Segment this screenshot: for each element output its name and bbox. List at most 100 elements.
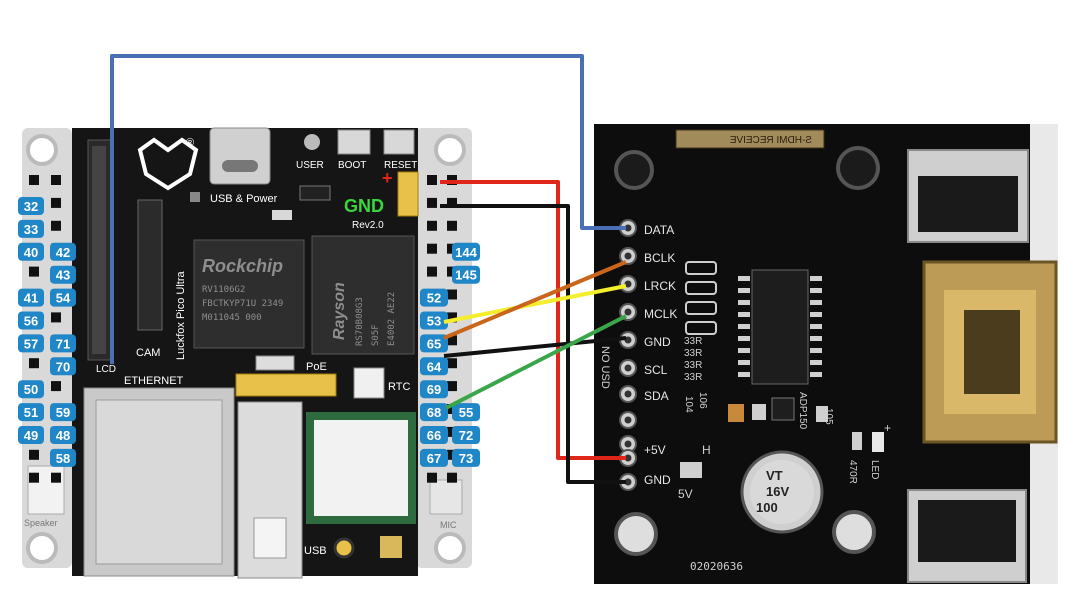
pin-number-badge [18,219,44,238]
mount-hole-tr [434,134,466,166]
user-button[interactable] [304,134,320,150]
rtc-connector [353,367,385,399]
crystal [255,355,295,371]
pin-number-badge [420,288,448,307]
pin-number-label: 56 [24,314,38,329]
led [872,432,884,452]
pin-number-label: 144 [455,245,477,260]
pin-number-label: 40 [24,245,38,260]
reset-label: RESET [384,160,417,171]
header-pin [447,335,457,346]
rtc-label: RTC [388,381,410,393]
usb-c-port [209,127,271,185]
module-pin-label: +5V [644,443,666,457]
pin-number-badge [452,448,480,467]
pin-number-label: 48 [56,428,70,443]
brand-label: Luckfox Pico Ultra [175,270,187,360]
flash-chip [311,235,415,355]
header-pin [29,472,39,483]
pin-number-badge [420,426,448,444]
cap-104-label: 104 [683,396,694,413]
pin-number-label: 49 [24,428,38,443]
pin-number-badge [420,448,448,467]
pin-number-badge [18,426,44,444]
header-pin [427,175,437,185]
pin-number-badge [420,357,448,376]
header-pin [427,220,437,231]
header-pin [447,381,457,392]
r470-label: 470R [847,460,858,484]
module-pin-label: DATA [644,223,674,237]
cam-label: CAM [136,347,160,359]
header-pin [447,220,457,231]
speaker-label: Speaker [24,518,58,528]
pin-number-label: 66 [427,428,441,443]
wire-mclk [445,314,627,410]
pin-number-label: 51 [24,405,38,420]
mount-hole-br [434,532,466,564]
svg-text:®: ® [186,137,194,149]
pin-number-label: 71 [56,336,70,351]
r105-label: 105 [823,408,834,425]
flash-brand: Rayson [331,282,348,340]
pin-number-badge [452,242,480,261]
r33-label: 33R [684,372,702,383]
module-top-plate [675,129,825,149]
header-pin [447,289,457,300]
mic-label: MIC [440,520,457,530]
flash-line1: RS70B08G3 [355,297,365,346]
pin-number-label: 52 [427,291,441,306]
wire-data [110,54,626,364]
reset-button[interactable] [383,129,415,155]
module-side-label: NO USD [599,346,611,389]
pin-number-label: 70 [56,359,70,374]
pin-number-badge [452,265,480,284]
module-pin-label: SDA [644,389,669,403]
pin-number-badge [18,380,44,399]
pin-number-badge [50,426,76,444]
header-pin [51,381,61,392]
pin-number-label: 145 [455,268,477,283]
pin-number-badge [50,265,76,284]
usb-led [333,537,355,559]
pin-number-label: 55 [459,405,473,420]
header-pin [51,312,61,323]
rev-label: Rev2.0 [352,220,384,231]
header-pin [51,175,61,185]
module-top-label: S-HDMI RECEIVE [729,135,812,146]
header-pin [51,197,61,208]
plus-mark: + [382,168,393,188]
soc-line2: FBCTKYP71U 2349 [202,299,283,309]
gnd-mark: GND [344,196,384,216]
module-pin-label: GND [644,335,671,349]
wire-5v [440,180,626,460]
wire-bclk [443,260,627,340]
pin-number-badge [50,242,76,261]
header-pin [29,266,39,277]
boot-label: BOOT [338,160,366,171]
header-pin [447,472,457,483]
wire-gnd-mid [443,336,627,358]
module-pin-label: SCL [644,363,668,377]
pin-number-label: 67 [427,451,441,466]
soc-brand: Rockchip [202,256,283,276]
pin-number-label: 59 [56,405,70,420]
boot-button[interactable] [337,129,371,155]
module-hole-left [614,512,658,556]
pin-number-badge [18,403,44,422]
flash-line2: S05F [371,324,381,346]
header-pin [427,266,437,277]
module-hole-right [832,510,876,554]
pin-number-label: 68 [427,405,441,420]
pin-number-label: 64 [427,359,442,374]
pin-number-badge [50,357,76,376]
module-pin-label: LRCK [644,279,676,293]
pin-number-badge [18,242,44,261]
pin-number-label: 57 [24,336,38,351]
mount-hole-tl [26,134,58,166]
pin-number-badge [420,311,448,330]
